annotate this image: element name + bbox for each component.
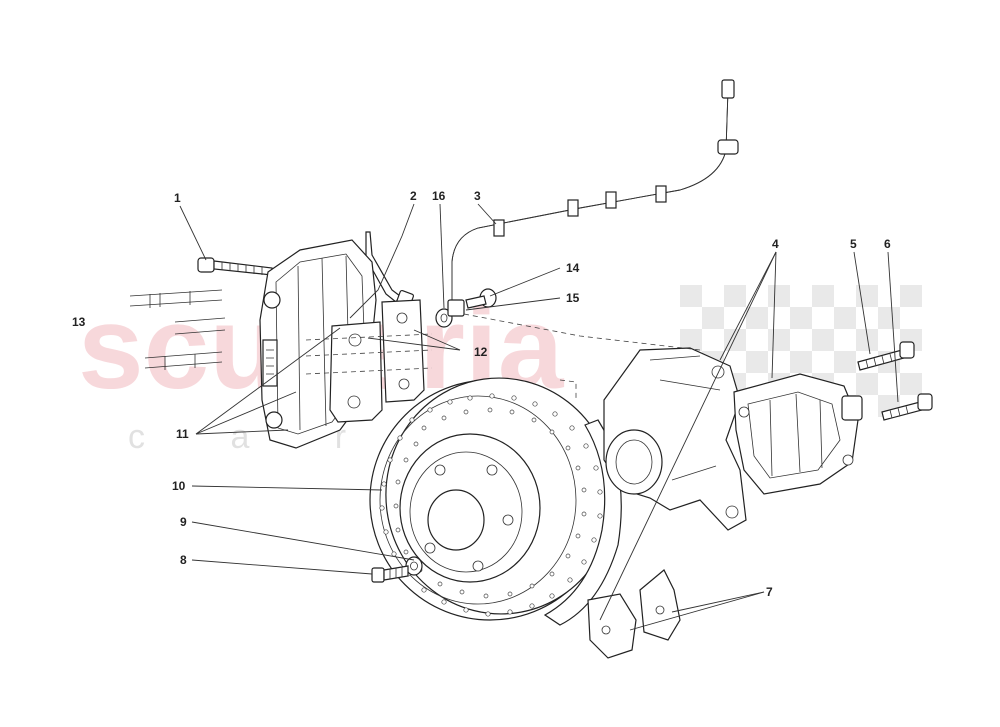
part-12-brake-pads (305, 299, 433, 423)
callout-15: 15 (566, 291, 580, 305)
callout-5: 5 (850, 237, 857, 251)
callout-2: 2 (410, 189, 417, 203)
callout-4: 4 (772, 237, 779, 251)
callout-8: 8 (180, 553, 187, 567)
part-7-brackets (587, 569, 681, 659)
callout-11: 11 (176, 427, 189, 441)
part-10-brake-disc (369, 377, 622, 626)
callouts: 1 2 3 4 5 6 7 8 9 10 11 12 13 14 15 16 (72, 189, 891, 599)
part-15-fitting (447, 299, 465, 317)
disc-drill-holes (379, 393, 603, 617)
callout-9: 9 (180, 515, 187, 529)
callout-13: 13 (72, 315, 86, 329)
assembly-guide (463, 313, 701, 351)
leader-lines (179, 203, 899, 631)
callout-3: 3 (474, 189, 481, 203)
part-6-bolt (881, 393, 933, 421)
part-8-disc-bolt (371, 565, 409, 583)
part-5-bolt (857, 341, 915, 371)
part-16-banjo-washer (435, 308, 453, 328)
disc-lug-holes (424, 464, 514, 572)
callout-12: 12 (474, 345, 488, 359)
callout-16: 16 (432, 189, 446, 203)
part-3-brake-hose (451, 79, 739, 300)
part-14-banjo-bolt (465, 288, 497, 309)
callout-7: 7 (766, 585, 773, 599)
callout-1: 1 (174, 191, 181, 205)
callout-14: 14 (566, 261, 580, 275)
part-hub-carrier (603, 347, 747, 531)
callout-6: 6 (884, 237, 891, 251)
part-4-rear-caliper (733, 373, 863, 495)
part-13-guide-pins (129, 289, 226, 370)
part-1-caliper-bolt (197, 257, 273, 276)
callout-10: 10 (172, 479, 186, 493)
